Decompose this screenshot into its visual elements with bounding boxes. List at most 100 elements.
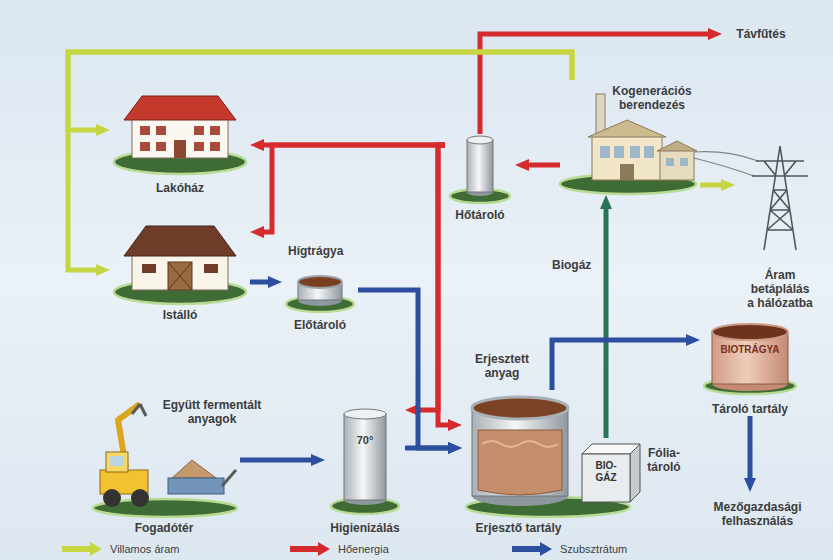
gas-holder-drawing-part [582, 454, 630, 502]
district-heating-target: Távfűtés [722, 24, 800, 44]
house-drawing-part [194, 126, 204, 135]
legend-arrow [512, 542, 552, 556]
chp-plant-drawing-part [600, 146, 610, 158]
house-drawing-part [156, 142, 166, 151]
house-drawing-part [140, 142, 150, 151]
loader-drawing-part [103, 489, 121, 507]
node-label: Fogadótér [135, 521, 194, 535]
house-drawing [124, 96, 236, 158]
gas-holder-drawing [582, 444, 640, 502]
chp-plant: Kogenerációs berendezés [560, 80, 700, 195]
tank-inscription: BIOTRÁGYA [712, 344, 788, 356]
flow-arrow [525, 163, 560, 168]
legend-item: Szubsztrátum [512, 542, 627, 556]
chp-plant-drawing-part [620, 164, 634, 180]
flow-arrow [358, 290, 452, 448]
flow-arrow [260, 145, 445, 232]
node-label: Fólia-tároló [640, 446, 688, 474]
stable-drawing-part [132, 254, 228, 290]
heat-storage-drawing-part [467, 140, 493, 192]
material-label: Együtt fermentált anyagok [160, 398, 264, 426]
legend-text: Villamos áram [110, 542, 180, 556]
hygienization-unit: Higienizálás [325, 400, 405, 535]
pylon-drawing [752, 146, 808, 250]
label-block: Hőtároló [455, 208, 504, 222]
storage-tank: Tároló tartály [700, 318, 800, 416]
node-label: Áram betáplálás a hálózatba [747, 268, 814, 310]
legend-text: Hőenergia [338, 542, 389, 556]
chp-plant-drawing-part [588, 120, 666, 137]
house-drawing-part [210, 142, 220, 151]
hopper-drawing [168, 460, 236, 494]
edge-label: Biogáz [552, 258, 591, 272]
pylon-drawing-part [752, 146, 808, 250]
loader-drawing-part [110, 456, 124, 466]
node-label: Tároló tartály [712, 402, 788, 416]
hopper-drawing-part [168, 478, 224, 494]
fermenter-drawing-part [478, 430, 562, 495]
legend-item: Hőenergia [290, 542, 389, 556]
loader-drawing [100, 404, 149, 507]
flow-arrow [438, 145, 452, 425]
residential-house: Lakóház [110, 90, 250, 195]
label-block: Áram betáplálás a hálózatba [747, 268, 814, 310]
chp-plant-drawing-part [660, 150, 694, 180]
temperature-value: 70° [344, 433, 386, 447]
node-label: Mezőgazdasági felhasználás [698, 500, 818, 528]
node-label: Hőtároló [455, 208, 504, 222]
hopper-drawing-part [172, 460, 216, 478]
storage-tank-drawing [712, 324, 788, 391]
loader-drawing-part [131, 489, 149, 507]
label-block: Távfűtés [736, 27, 785, 41]
stable-drawing-part [168, 262, 192, 290]
agricultural-use: Mezőgazdasági felhasználás [690, 492, 825, 535]
label-block: Előtároló [294, 318, 346, 332]
hygienization-drawing-part [344, 409, 386, 419]
label-block: Higienizálás [330, 521, 399, 535]
legend-swatch [290, 542, 330, 556]
hygienization-drawing [344, 409, 386, 505]
fermenter-drawing-part [472, 408, 568, 496]
chp-plant-drawing-part [644, 146, 654, 158]
fermenter-tank: Erjesztő tartály [462, 390, 575, 535]
gas-holder-inscription: BIO-GÁZ [590, 460, 622, 484]
node-label: Távfűtés [736, 27, 785, 41]
house-drawing-part [174, 140, 186, 158]
platform [93, 150, 796, 517]
legend-arrow [62, 542, 102, 556]
flow-arrow [405, 446, 452, 451]
fermenter-drawing-part [472, 397, 568, 419]
node-label: Higienizálás [330, 521, 399, 535]
legend-swatch [62, 542, 102, 556]
house-drawing-part [156, 126, 166, 135]
flow-arrow [748, 416, 753, 482]
stable-drawing-part [142, 264, 156, 273]
loader-drawing-part [106, 452, 128, 472]
house-drawing-part [124, 96, 236, 120]
legend-text: Szubsztrátum [560, 542, 627, 556]
node-label: Lakóház [156, 181, 204, 195]
fermenter-drawing [472, 397, 568, 506]
flow-arrow [480, 34, 712, 134]
power-line-part [694, 152, 758, 161]
flow-arrow [250, 280, 272, 285]
heat-storage: Hőtároló [445, 134, 515, 222]
pre-storage-drawing-part [298, 276, 342, 288]
node-label: Kogenerációs berendezés [604, 84, 700, 112]
house-drawing-part [194, 142, 204, 151]
flow-arrow [604, 205, 609, 438]
stable-drawing [124, 226, 236, 290]
legend-arrow [290, 542, 330, 556]
hopper-drawing-part [222, 470, 236, 486]
content-label: Erjesztett anyag [470, 352, 534, 380]
fermenter-drawing-part [482, 441, 558, 447]
film-gas-holder: Fólia-tároló [578, 438, 688, 535]
grid-feed-pylon: Áram betáplálás a hálózatba [735, 140, 825, 310]
label-block: Tároló tartály [712, 402, 788, 416]
label-block: Fogadótér [135, 521, 194, 535]
node-label: Előtároló [294, 318, 346, 332]
label-block: Kogenerációs berendezés [604, 84, 700, 112]
flow-arrow [240, 458, 315, 463]
heat-storage-drawing [467, 136, 493, 196]
